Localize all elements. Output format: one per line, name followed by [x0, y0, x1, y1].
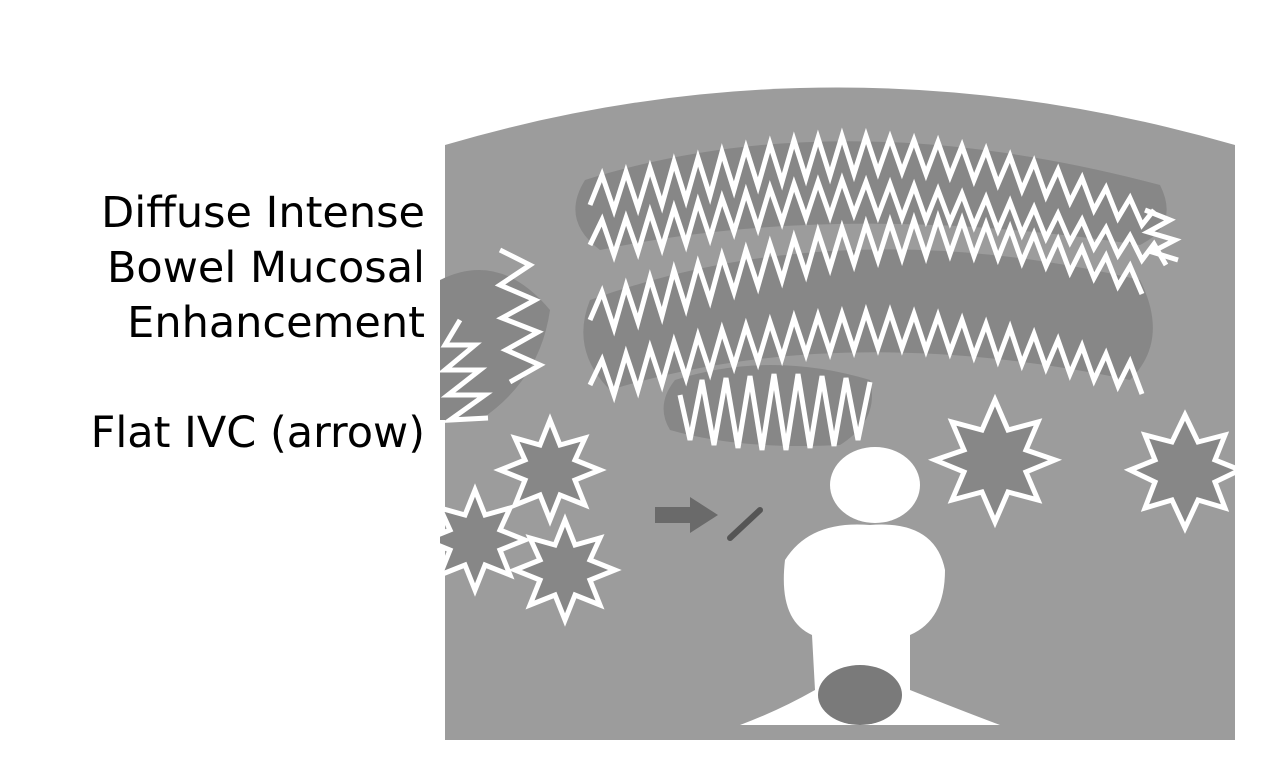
- flat-ivc: [727, 507, 763, 541]
- bowel-star-right-2: [1123, 409, 1240, 534]
- ct-illustration: [440, 87, 1240, 740]
- caption-arrow-note: Flat IVC (arrow): [90, 408, 425, 458]
- vertebral-body: [740, 524, 1000, 725]
- arrow-icon: [655, 497, 718, 533]
- bowel-star-left-upper: [493, 413, 607, 527]
- bowel-wall: [587, 127, 1156, 230]
- bowel-cross-sections: [440, 393, 1240, 627]
- caption-line-2: Bowel Mucosal: [106, 243, 425, 293]
- bowel-star-left-lower: [508, 513, 622, 627]
- caption: Diffuse Intense Bowel Mucosal Enhancemen…: [40, 186, 425, 461]
- bowel-wall: [677, 373, 873, 451]
- bowel-star-left-middle: [440, 483, 532, 597]
- bowel-wall: [587, 303, 1145, 404]
- spinal-canal: [818, 665, 902, 725]
- caption-line-1: Diffuse Intense: [101, 188, 425, 238]
- bowel-wall: [587, 209, 1145, 337]
- bowel-wall: [440, 318, 493, 423]
- bowel-star-right-1: [927, 393, 1063, 529]
- bowel-wall: [1141, 207, 1182, 263]
- caption-line-3: Enhancement: [127, 298, 425, 348]
- bowel-wall: [494, 247, 546, 385]
- mucosal-enhancement: [440, 127, 1182, 451]
- aorta: [830, 447, 920, 523]
- bowel-wall: [587, 172, 1169, 267]
